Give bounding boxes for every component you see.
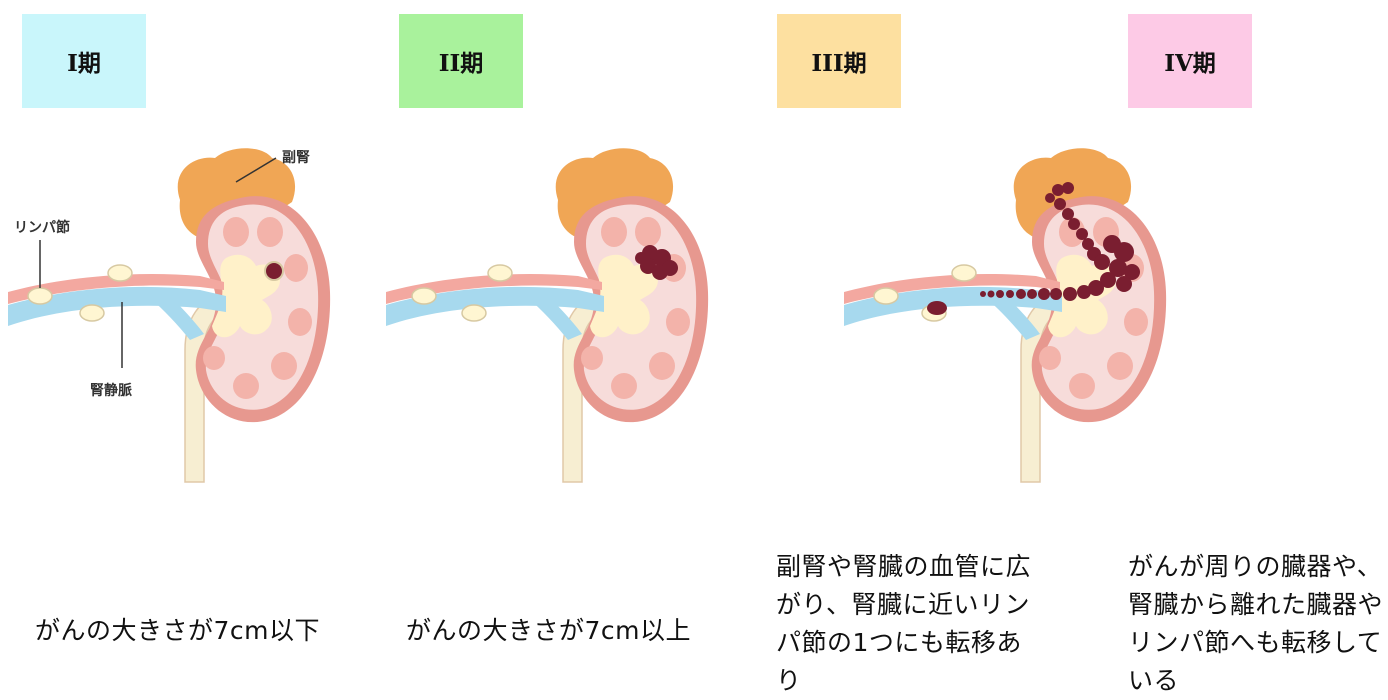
stage-label-2: II期 [439,44,484,78]
stage-3-caption: 副腎や腎臓の血管に広がり、腎臓に近いリンパ節の1つにも転移あり [776,548,1038,700]
kidney-illustrations: 副腎 リンパ節 腎静脈 [0,130,1388,500]
stage-badge-1: I期 [22,14,146,108]
stage-2-caption: がんの大きさが7cm以上 [406,612,691,650]
stage-2-kidney-diagram [386,148,708,482]
tumor-icon [265,262,283,280]
lymph-node-icon [80,305,104,321]
stage-label-1: I期 [67,44,101,78]
stage-1-caption: がんの大きさが7cm以下 [35,612,320,650]
label-renal-vein: 腎静脈 [90,382,132,399]
stage-1-kidney-diagram: 副腎 リンパ節 腎静脈 [8,148,330,482]
label-adrenal: 副腎 [282,150,310,166]
lymph-node-icon [108,265,132,281]
stage-4-caption: がんが周りの臓器や、腎臓から離れた臓器やリンパ節へも転移している [1128,548,1388,700]
stage-label-4: IV期 [1164,44,1216,78]
stage-badge-4: IV期 [1128,14,1252,108]
stage-label-3: III期 [811,44,866,78]
stage-badge-3: III期 [777,14,901,108]
stage-3-kidney-diagram [844,148,1166,482]
label-lymph-node: リンパ節 [14,219,70,236]
lymph-node-icon [28,288,52,304]
stage-badge-2: II期 [399,14,523,108]
